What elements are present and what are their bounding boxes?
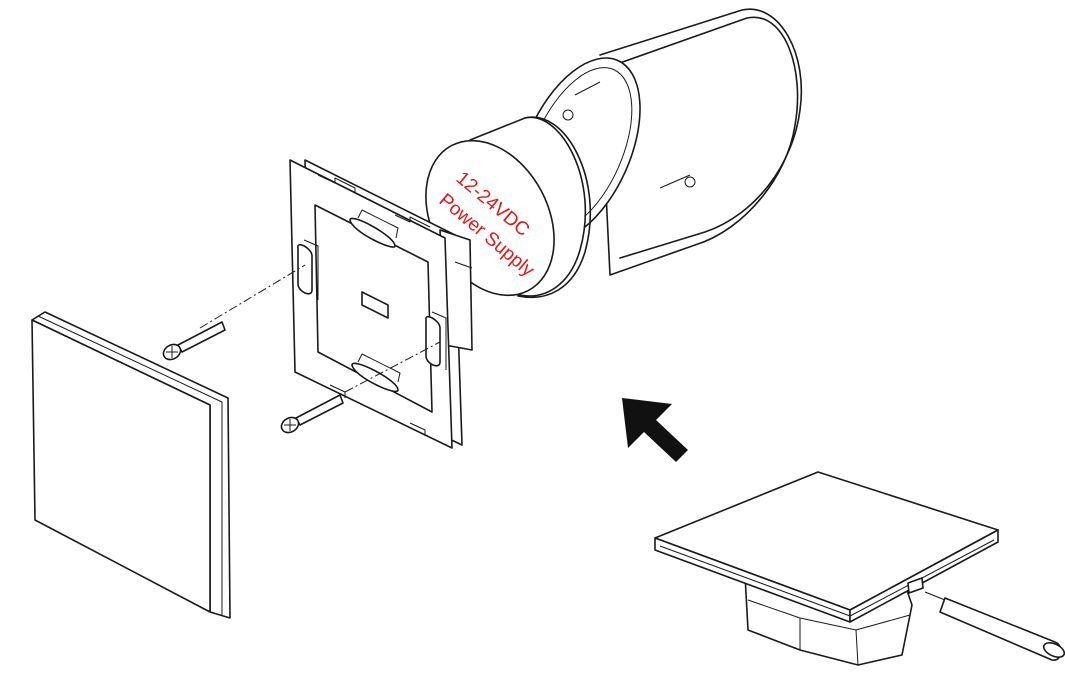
assembled-switch (654, 471, 999, 666)
frame-slot-bottom (351, 362, 399, 393)
front-panel (31, 311, 231, 619)
frame-center-window (361, 291, 389, 319)
mounting-frame (289, 159, 473, 449)
screw-icon (280, 394, 344, 434)
arrow-up-left-icon (622, 398, 688, 462)
frame-slot-right (425, 315, 441, 367)
frame-slot-left (297, 243, 313, 295)
release-slot (907, 577, 924, 594)
box-screw-hole-bottom (684, 176, 696, 188)
screwdriver-icon (924, 591, 1065, 661)
mounting-screws (162, 264, 441, 434)
screw-icon (162, 321, 226, 361)
box-screw-hole-top (562, 109, 574, 121)
frame-slot-top (349, 217, 396, 248)
